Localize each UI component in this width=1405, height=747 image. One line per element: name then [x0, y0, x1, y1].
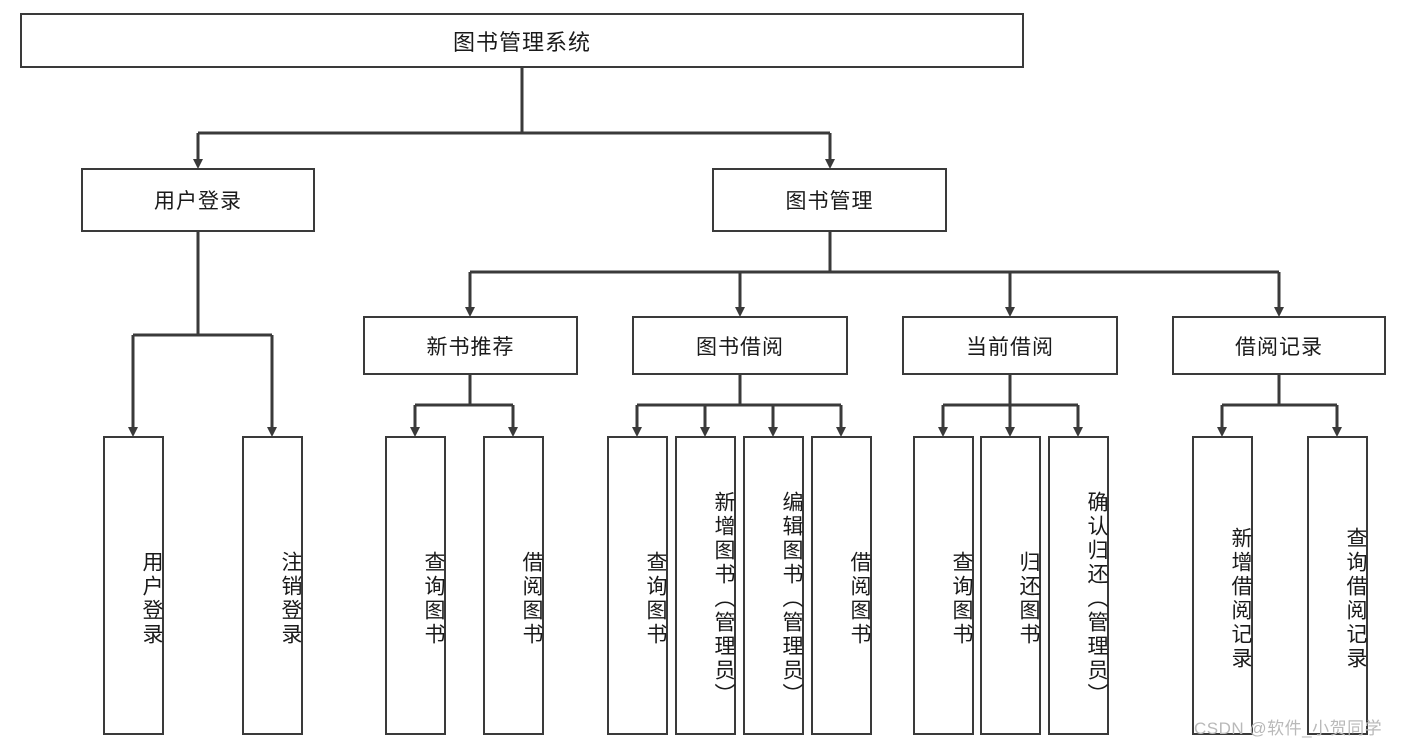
node-book-borrow[interactable]: 图书借阅 [632, 316, 848, 375]
leaf-borrow-book-recommend[interactable]: 借阅图书 [483, 436, 544, 735]
leaf-user-login[interactable]: 用户登录 [103, 436, 164, 735]
csdn-watermark: CSDN @软件_小贺同学 [1194, 719, 1383, 738]
node-new-book-recommend[interactable]: 新书推荐 [363, 316, 578, 375]
node-user-login[interactable]: 用户登录 [81, 168, 315, 232]
node-root-system[interactable]: 图书管理系统 [20, 13, 1024, 68]
leaf-borrow-book[interactable]: 借阅图书 [811, 436, 872, 735]
leaf-edit-book-admin[interactable]: 编辑图书（管理员） [743, 436, 804, 735]
leaf-query-borrow-record[interactable]: 查询借阅记录 [1307, 436, 1368, 735]
leaf-query-book-current[interactable]: 查询图书 [913, 436, 974, 735]
node-book-management[interactable]: 图书管理 [712, 168, 947, 232]
node-borrow-record[interactable]: 借阅记录 [1172, 316, 1386, 375]
leaf-return-book[interactable]: 归还图书 [980, 436, 1041, 735]
leaf-query-book-recommend[interactable]: 查询图书 [385, 436, 446, 735]
leaf-confirm-return-admin[interactable]: 确认归还（管理员） [1048, 436, 1109, 735]
leaf-query-book-borrow[interactable]: 查询图书 [607, 436, 668, 735]
leaf-logout[interactable]: 注销登录 [242, 436, 303, 735]
leaf-add-book-admin[interactable]: 新增图书（管理员） [675, 436, 736, 735]
node-current-borrow[interactable]: 当前借阅 [902, 316, 1118, 375]
leaf-add-borrow-record[interactable]: 新增借阅记录 [1192, 436, 1253, 735]
